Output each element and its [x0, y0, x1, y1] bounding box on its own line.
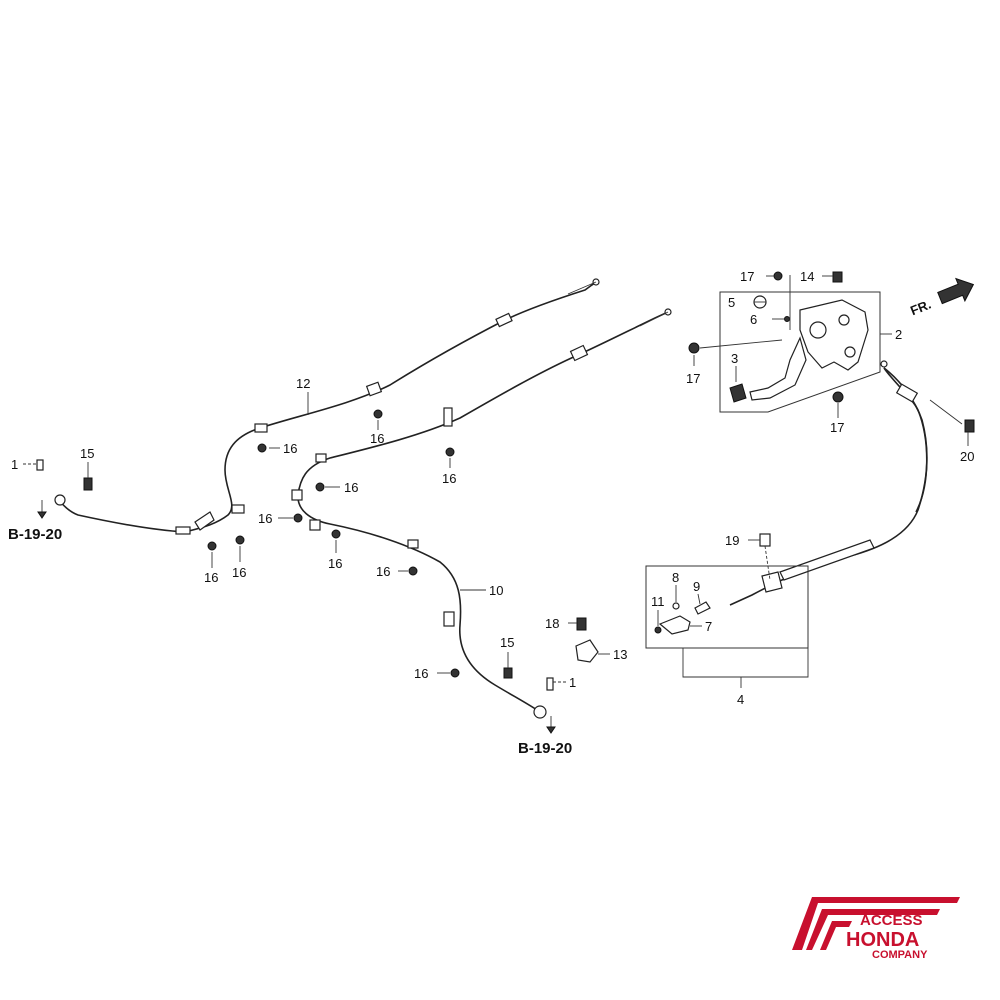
front-direction-arrow-icon: [937, 277, 975, 305]
callout-7: 7: [705, 619, 712, 634]
callout-13: 13: [613, 647, 627, 662]
callout-3: 3: [731, 351, 738, 366]
callout-16-a: 16: [283, 441, 297, 456]
callout-12: 12: [296, 376, 310, 391]
callout-15-left: 15: [80, 446, 94, 461]
callout-1-center: 1: [569, 675, 576, 690]
hardware: [36, 271, 975, 734]
callout-20: 20: [960, 449, 974, 464]
callout-16-c: 16: [442, 471, 456, 486]
callout-1-left: 1: [11, 457, 18, 472]
cable-12: [54, 278, 600, 535]
cable-10: [291, 308, 672, 719]
logo-line-company: COMPANY: [872, 949, 928, 961]
callout-16-d: 16: [344, 480, 358, 495]
pedal-assembly: [719, 291, 881, 413]
callout-16-j: 16: [414, 666, 428, 681]
logo-emblem-icon: [792, 897, 960, 950]
callout-17-left: 17: [686, 371, 700, 386]
callouts: 1 15 12 16 16 16 16 16 16 16 16 16 16 10…: [11, 269, 974, 707]
callout-9: 9: [693, 579, 700, 594]
callout-16-b: 16: [370, 431, 384, 446]
callout-15-center: 15: [500, 635, 514, 650]
callout-16-i: 16: [376, 564, 390, 579]
front-cable: [729, 360, 928, 606]
callout-18: 18: [545, 616, 559, 631]
callout-16-g: 16: [204, 570, 218, 585]
callout-14: 14: [800, 269, 814, 284]
access-honda-logo: ACCESS HONDA COMPANY: [792, 897, 960, 961]
equalizer-box: [645, 565, 809, 688]
front-direction-label: FR.: [908, 297, 933, 319]
callout-16-h: 16: [232, 565, 246, 580]
ref-label-left[interactable]: B-19-20: [8, 526, 62, 543]
logo-line-access: ACCESS: [860, 912, 923, 929]
front-direction-indicator: FR.: [908, 277, 975, 319]
callout-2: 2: [895, 327, 902, 342]
callout-16-f: 16: [328, 556, 342, 571]
callout-17-top: 17: [740, 269, 754, 284]
callout-16-e: 16: [258, 511, 272, 526]
callout-10: 10: [489, 583, 503, 598]
callout-19: 19: [725, 533, 739, 548]
leader-lines: [23, 275, 969, 683]
callout-17-bottom: 17: [830, 420, 844, 435]
ref-label-center[interactable]: B-19-20: [518, 740, 572, 757]
callout-8: 8: [672, 570, 679, 585]
callout-11: 11: [651, 594, 665, 609]
logo-line-honda: HONDA: [846, 929, 919, 951]
callout-5: 5: [728, 295, 735, 310]
callout-6: 6: [750, 312, 757, 327]
callout-4: 4: [737, 692, 744, 707]
